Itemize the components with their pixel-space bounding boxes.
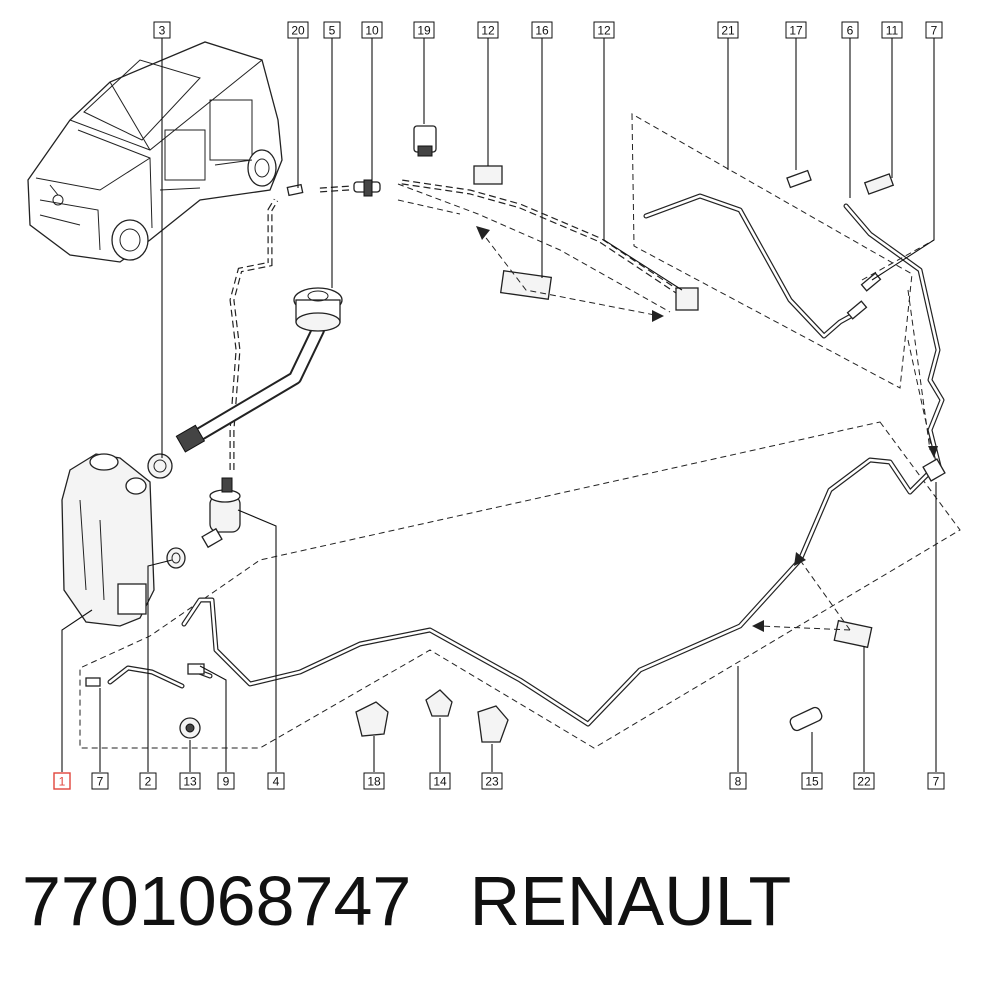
callout-number: 13 — [183, 775, 197, 789]
grommet-3 — [147, 453, 173, 479]
callout-number: 2 — [145, 775, 152, 789]
callout-box-frame — [925, 21, 943, 39]
callout-c2: 2 — [139, 772, 157, 790]
callout-number: 12 — [597, 24, 611, 38]
attachment-arrows — [476, 226, 938, 632]
callout-number: 17 — [789, 24, 803, 38]
callout-box-frame — [881, 21, 903, 39]
callout-c4: 4 — [267, 772, 285, 790]
callout-c18: 18 — [363, 772, 385, 790]
washer-pump — [201, 477, 241, 549]
part-number: 7701068747 — [22, 862, 412, 940]
callout-number: 4 — [273, 775, 280, 789]
callout-box-frame — [429, 772, 451, 790]
callout-box-frame — [139, 772, 157, 790]
callout-box-frame — [287, 21, 309, 39]
callout-box-frame — [785, 21, 807, 39]
callout-number: 12 — [481, 24, 495, 38]
callout-c19: 19 — [413, 21, 435, 39]
callout-box-frame — [323, 21, 341, 39]
callout-box-frame — [267, 772, 285, 790]
callout-number: 23 — [485, 775, 499, 789]
callout-c11: 11 — [881, 21, 903, 39]
callout-c14: 14 — [429, 772, 451, 790]
callout-c6: 6 — [841, 21, 859, 39]
caption: 7701068747 RENAULT — [22, 858, 791, 944]
washer-reservoir — [61, 453, 155, 627]
callout-box-frame — [853, 772, 875, 790]
callout-c21: 21 — [717, 21, 739, 39]
callout-box-frame — [413, 21, 435, 39]
callout-box-frame — [927, 772, 945, 790]
callout-box-frame — [179, 772, 201, 790]
callout-number: 21 — [721, 24, 735, 38]
callout-c22: 22 — [853, 772, 875, 790]
callout-box-frame — [717, 21, 739, 39]
callout-c15: 15 — [801, 772, 823, 790]
callout-number: 16 — [535, 24, 549, 38]
callout-number: 20 — [291, 24, 305, 38]
callout-number: 8 — [735, 775, 742, 789]
callout-number: 9 — [223, 775, 230, 789]
callout-box-frame — [361, 21, 383, 39]
callout-box-frame — [477, 21, 499, 39]
callout-c9: 9 — [217, 772, 235, 790]
callout-c7b: 7 — [91, 772, 109, 790]
grommet-2 — [166, 547, 186, 569]
callout-c5: 5 — [323, 21, 341, 39]
callout-number: 7 — [933, 775, 940, 789]
hose-21 — [643, 193, 861, 339]
callout-number: 7 — [97, 775, 104, 789]
callout-number: 22 — [857, 775, 871, 789]
callout-box-frame — [841, 21, 859, 39]
callout-number: 6 — [847, 24, 854, 38]
callout-box-frame — [53, 772, 71, 790]
callout-c7c: 7 — [927, 772, 945, 790]
callout-number: 19 — [417, 24, 431, 38]
dashed-hose — [229, 179, 680, 470]
callout-c1: 1 — [53, 772, 71, 790]
callout-c20: 20 — [287, 21, 309, 39]
callout-box-frame — [363, 772, 385, 790]
callout-number: 5 — [329, 24, 336, 38]
callout-box-frame — [729, 772, 747, 790]
rear-hose — [843, 203, 945, 473]
callout-c8: 8 — [729, 772, 747, 790]
callout-c7a: 7 — [925, 21, 943, 39]
callout-number: 10 — [365, 24, 379, 38]
callout-number: 11 — [886, 24, 899, 38]
callout-number: 7 — [931, 24, 938, 38]
callout-c13: 13 — [179, 772, 201, 790]
callout-number: 18 — [367, 775, 381, 789]
callout-box-frame — [593, 21, 615, 39]
callout-c10: 10 — [361, 21, 383, 39]
callout-number: 1 — [59, 775, 66, 789]
callout-box-frame — [481, 772, 503, 790]
callout-number: 15 — [805, 775, 819, 789]
callout-c12a: 12 — [477, 21, 499, 39]
callout-box-frame — [91, 772, 109, 790]
leader-lines — [61, 38, 937, 772]
callout-box-frame — [153, 21, 171, 39]
callout-c23: 23 — [481, 772, 503, 790]
callout-box-frame — [801, 772, 823, 790]
vehicle-illustration — [27, 41, 283, 263]
callout-c3: 3 — [153, 21, 171, 39]
callout-number: 14 — [433, 775, 447, 789]
callout-number: 3 — [159, 24, 166, 38]
callout-c16: 16 — [531, 21, 553, 39]
brand-name: RENAULT — [469, 862, 792, 940]
callout-box-frame — [217, 772, 235, 790]
small-parts — [85, 125, 946, 743]
callout-box-frame — [531, 21, 553, 39]
callout-c12b: 12 — [593, 21, 615, 39]
filler-neck — [175, 287, 343, 453]
callout-c17: 17 — [785, 21, 807, 39]
